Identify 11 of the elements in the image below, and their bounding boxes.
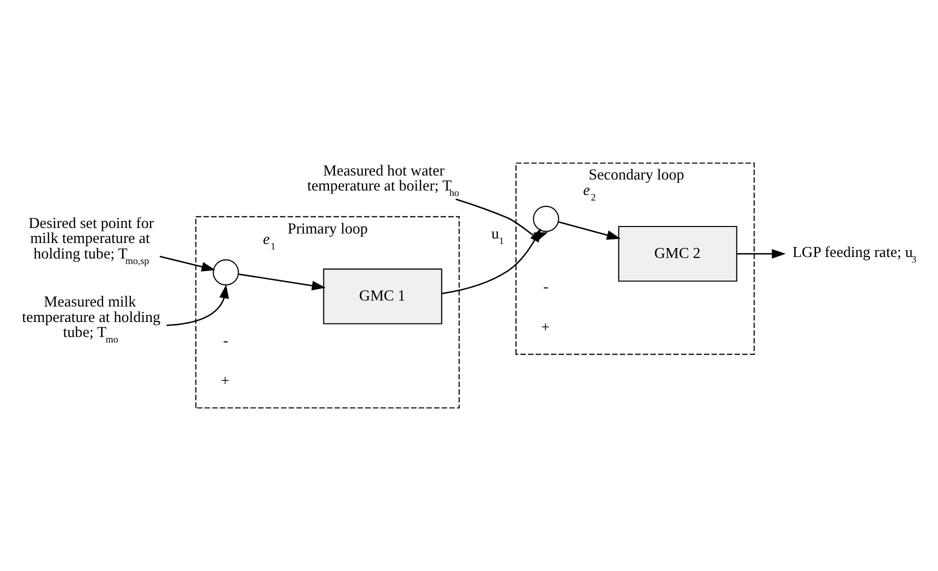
node-text: LGP feeding rate; u$_{3}$ xyxy=(792,244,916,266)
label: - xyxy=(223,332,228,350)
node-text: Desired set point for milk temperature at holding tube; T$_{mo,sp}$ xyxy=(28,214,154,267)
edge-label: u$_{1}$ xyxy=(491,226,504,248)
edge-label: e$_{2}$ xyxy=(583,182,596,204)
node-text: Measured milk temperature at holding tube; T$_{mo}$ xyxy=(22,293,160,346)
label: + xyxy=(541,319,550,336)
label: + xyxy=(220,372,230,390)
label: - xyxy=(543,278,548,296)
edge-label: e$_{1}$ xyxy=(263,231,276,253)
node-text: Measured hot water temperature at boiler; T$_{ho}$ xyxy=(307,162,460,200)
